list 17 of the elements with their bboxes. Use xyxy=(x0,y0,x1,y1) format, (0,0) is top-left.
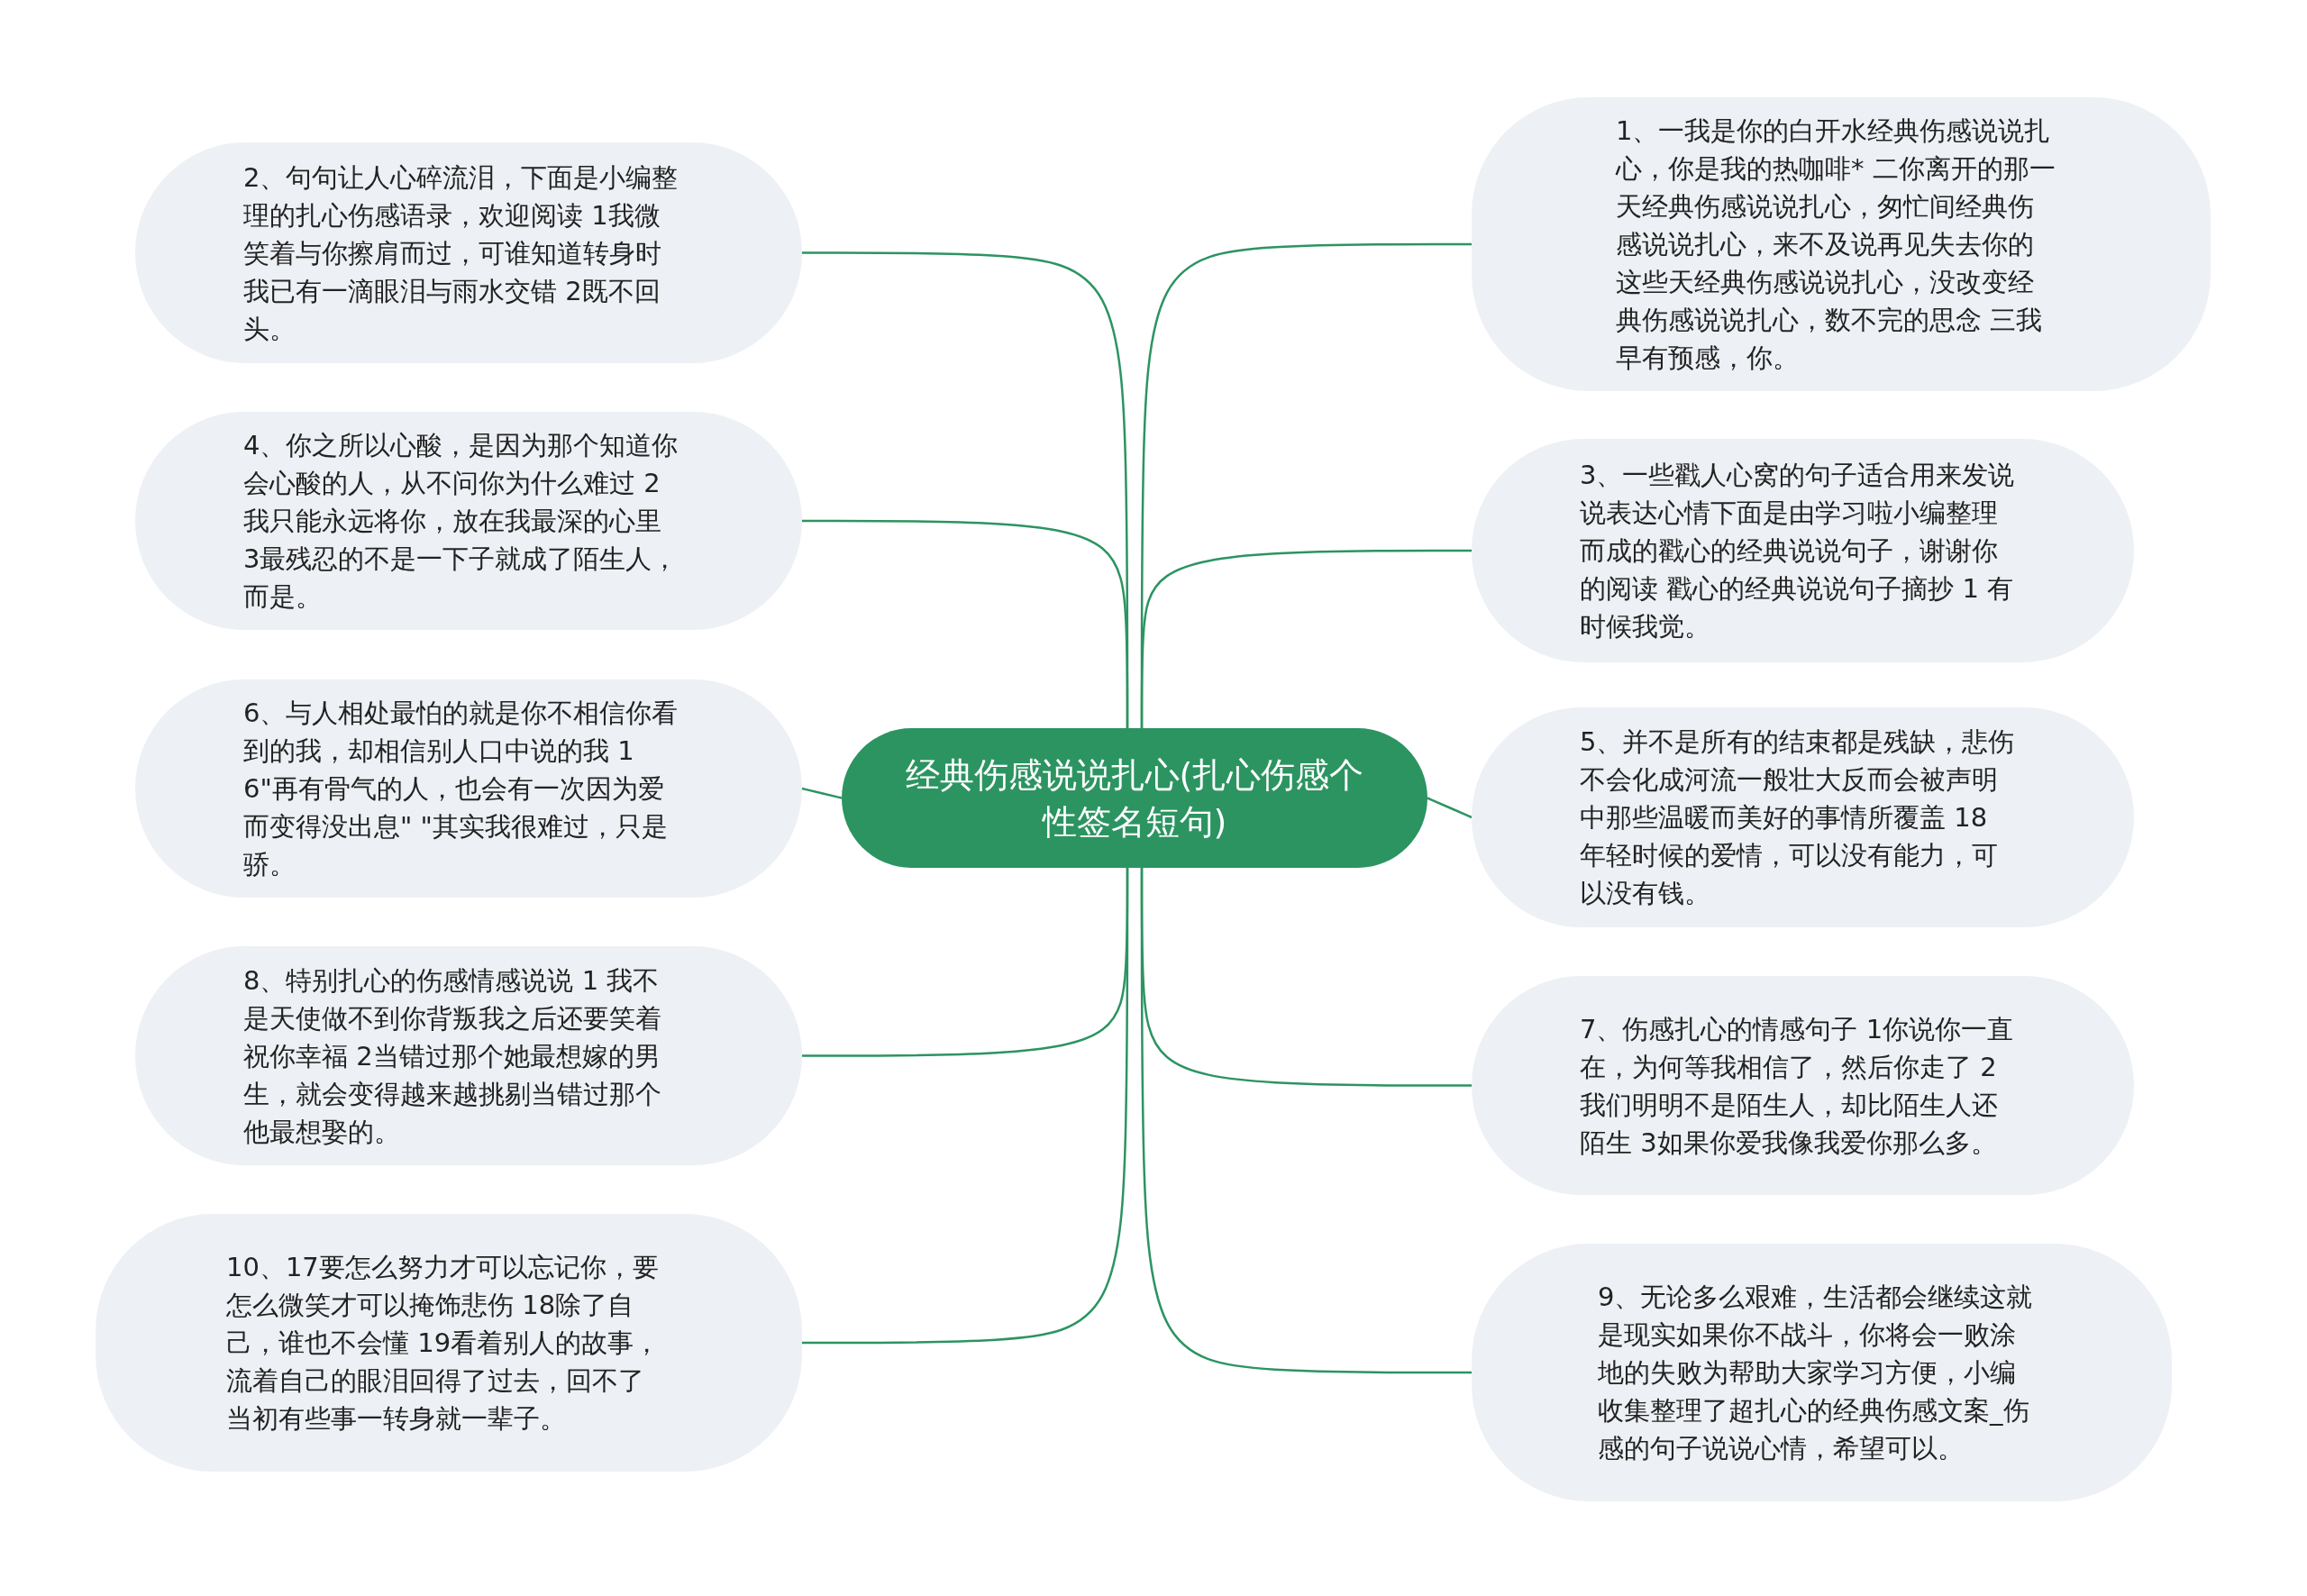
topic-text: 6、与人相处最怕的就是你不相信你看到的我，却相信别人口中说的我 16"再有骨气的人，也会有一次因为爱而变得没出息" "其实我很难过，只是骄。 xyxy=(243,697,679,881)
connector-line xyxy=(1427,797,1473,819)
connector-line xyxy=(802,868,1129,1345)
topic-text: 3、一些戳人心窝的句子适合用来发说说表达心情下面是由学习啦小编整理而成的戳心的经典说说句子，谢谢你的阅读 戳心的经典说说句子摘抄 1 有时候我觉。 xyxy=(1580,459,2016,643)
topic-text: 7、伤感扎心的情感句子 1你说你一直在，为何等我相信了，然后你走了 2我们明明不是陌生人，却比陌生人还陌生 3如果你爱我像我爱你那么多。 xyxy=(1580,1012,2015,1160)
topic-text: 8、特别扎心的伤感情感说说 1 我不是天使做不到你背叛我之后还要笑着祝你幸福 2当错过那个她最想嫁的男生，就会变得越来越挑剔当错过那个他最想娶的。 xyxy=(243,963,662,1149)
topic-text: 4、你之所以心酸，是因为那个知道你会心酸的人，从不问你为什么难过 2我只能永远将你，放在我最深的心里 3最残忍的不是一下子就成了陌生人，而是。 xyxy=(243,429,679,614)
topic-text: 5、并不是所有的结束都是残缺，悲伤不会化成河流一般壮大反而会被声明中那些温暖而美好的事情所覆盖 18 年轻时候的爱情，可以没有能力，可以没有钱。 xyxy=(1580,725,2016,910)
topic-text: 1、一我是你的白开水经典伤感说说扎心，你是我的热咖啡* 二你离开的那一天经典伤感说说扎心，匆忙间经典伤感说说扎心，来不及说再见失去你的这些天经典伤感说说扎心，没改变经典伤感说说扎心，数不完的思念 三我早有预感，你。 xyxy=(1616,114,2056,375)
topic-text: 9、无论多么艰难，生活都会继续这就是现实如果你不战斗，你将会一败涂地的失败为帮助大家学习方便，小编收集整理了超扎心的经典伤感文案_伤感的句子说说心情，希望可以。 xyxy=(1598,1281,2034,1465)
connector-line xyxy=(1140,868,1472,1374)
central-topic-text: 经典伤感说说扎心(扎心伤感个性签名短句) xyxy=(904,753,1365,844)
topic-text: 10、17要怎么努力才可以忘记你，要怎么微笑才可以掩饰悲伤 18除了自己，谁也不会懂 19看着别人的故事，流着自己的眼泪回得了过去，回不了当初有些事一转身就一辈子。 xyxy=(226,1251,661,1436)
connector-line xyxy=(802,519,1129,728)
connector-line xyxy=(801,787,843,799)
connector-line xyxy=(1140,549,1472,728)
topic-text: 2、句句让人心碎流泪，下面是小编整理的扎心伤感语录，欢迎阅读 1我微笑着与你擦肩而过，可谁知道转身时我已有一滴眼泪与雨水交错 2既不回头。 xyxy=(243,160,679,346)
